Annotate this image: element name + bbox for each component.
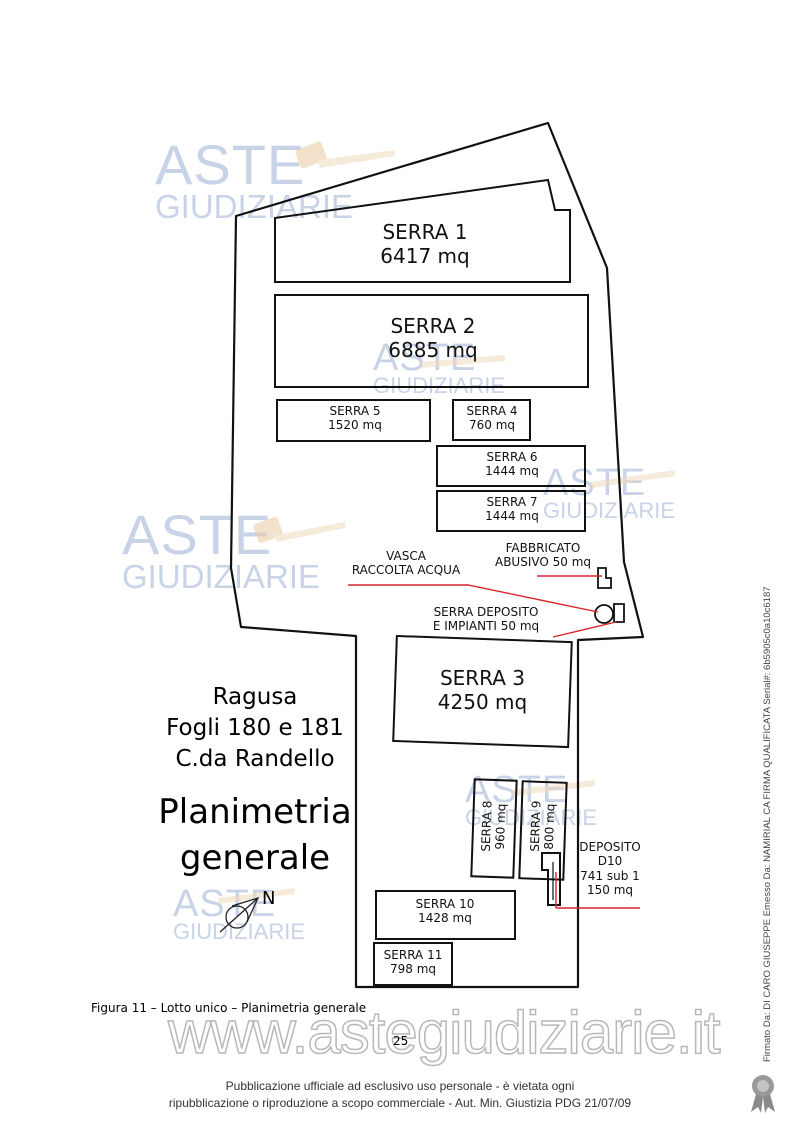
serra-2-outline [274,294,589,388]
serra-4-outline [452,399,531,441]
serra-10-label: SERRA 10 1428 mq [415,897,475,926]
watermark-center: ASTE GIUDIZIARIE [373,337,506,399]
seal-icon [751,1075,775,1113]
footer-line-1: Pubblicazione ufficiale ad esclusivo uso… [225,1079,575,1093]
leader-deposito [555,872,640,909]
leader-serra-deposito [552,621,617,638]
plan-title: Planimetria generale [158,792,352,878]
serra-4-label: SERRA 4 760 mq [466,404,518,433]
serra-3-label: SERRA 3 4250 mq [437,666,528,714]
figure-caption: Figura 11 – Lotto unico – Planimetria ge… [91,1001,367,1015]
digital-signature: Firmato Da: DI CARO GIUSEPPE Emesso Da: … [762,586,773,1062]
lot-boundary [229,121,645,989]
serra-10-outline [375,890,516,940]
serra-11-label: SERRA 11 798 mq [383,948,443,977]
serra-3-outline [392,634,573,749]
deposito-d10-outline [541,852,561,906]
serra-7-label: SERRA 7 1444 mq [485,495,539,524]
page-number: 25 [393,1034,409,1048]
serra-5-outline [276,399,431,442]
vasca-label: VASCA RACCOLTA ACQUA [351,549,461,578]
north-arrow-icon [219,896,260,933]
site-watermark: www.astegiudiziarie.it [167,999,721,1066]
watermark-top: ASTE GIUDIZIARIE [155,133,354,226]
serra-deposito-outline [613,603,625,623]
serra-2-label: SERRA 2 6885 mq [388,314,478,362]
serra-11-outline [373,942,453,986]
watermark-left: ASTE GIUDIZIARIE [122,503,321,596]
fabbricato-outline [597,567,612,589]
serra-5-label: SERRA 5 1520 mq [328,404,382,433]
serra-1-outline [274,178,571,283]
serra-9-outline [518,780,568,881]
watermark-bottom-left: ASTE GIUDIZIARIE [173,883,306,945]
serra-8-outline [470,778,518,879]
serra-6-outline [436,445,586,487]
vasca-outline [594,604,614,624]
fabbricato-label: FABBRICATO ABUSIVO 50 mq [494,541,592,570]
north-label: N [262,888,276,909]
serra-6-label: SERRA 6 1444 mq [485,450,539,479]
serra-9-label: SERRA 9 800 mq [527,800,558,852]
serra-7-outline [436,490,586,532]
serra-8-label: SERRA 8 960 mq [478,800,509,852]
serra-1-label: SERRA 1 6417 mq [380,220,470,268]
location-info: Ragusa Fogli 180 e 181 C.da Randello [166,684,344,773]
serra-deposito-label: SERRA DEPOSITO E IMPIANTI 50 mq [432,605,540,634]
deposito-label: DEPOSITO D10 741 sub 1 150 mq [579,840,641,898]
gavel-icon [218,141,675,904]
leader-vasca [348,584,599,613]
footer-line-2: ripubblicazione o riproduzione a scopo c… [168,1096,632,1110]
